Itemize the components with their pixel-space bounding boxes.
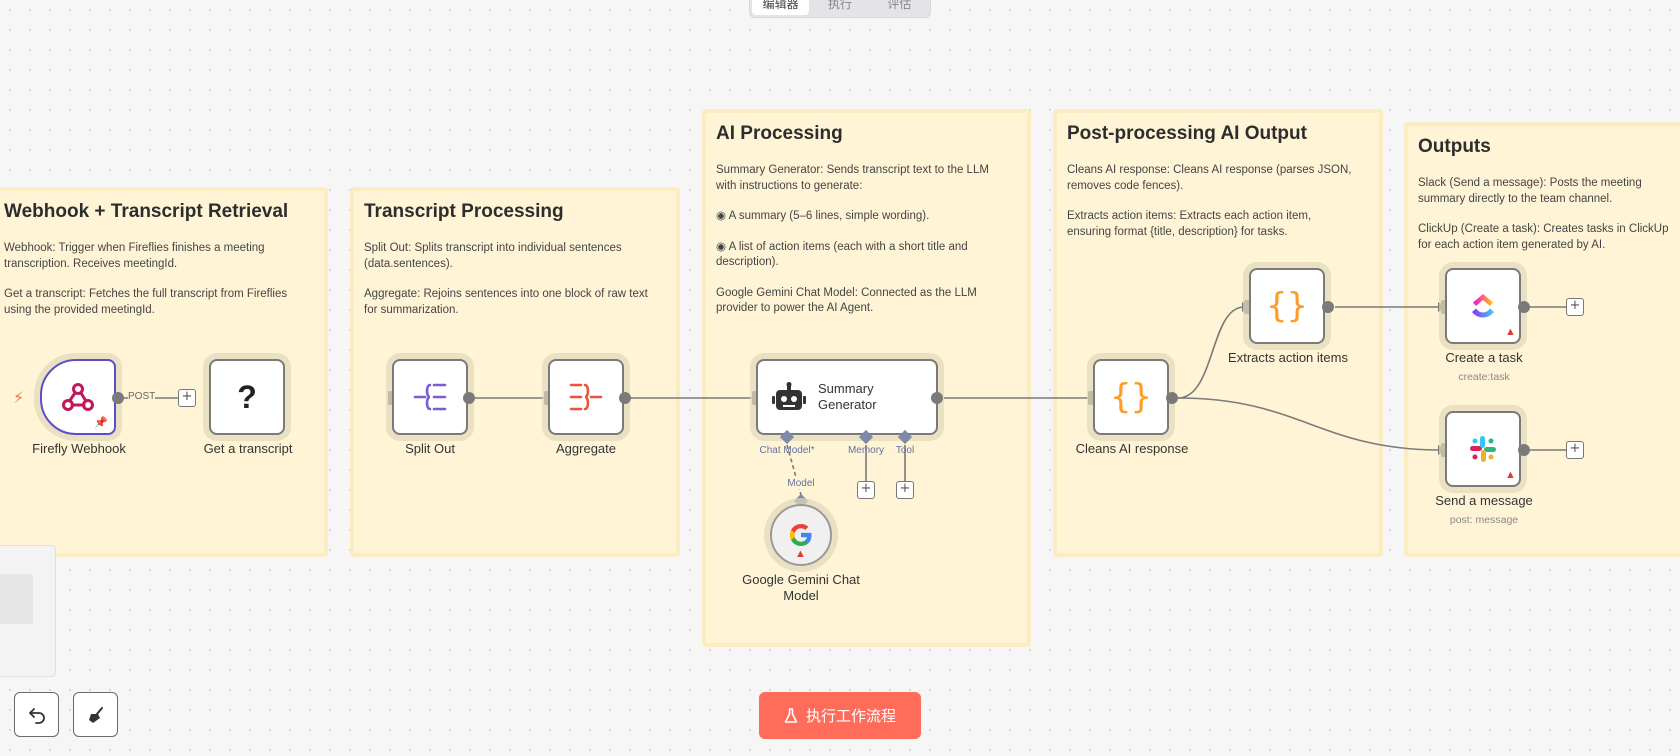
sticky-text: Summary Generator: Sends transcript text… bbox=[716, 164, 989, 192]
node-label: Summary Generator bbox=[818, 381, 877, 412]
sticky-post-processing[interactable]: Post-processing AI Output Cleans AI resp… bbox=[1053, 109, 1383, 557]
sticky-text: ◉ A summary (5–6 lines, simple wording). bbox=[716, 210, 930, 222]
sticky-text: Get a transcript: Fetches the full trans… bbox=[4, 288, 288, 316]
slack-icon bbox=[1470, 436, 1496, 462]
chat-model-label: Chat Model* bbox=[759, 445, 815, 456]
code-icon: {} bbox=[1266, 286, 1308, 326]
send-message-input-handle[interactable] bbox=[1441, 443, 1448, 457]
sticky-text: Aggregate: Rejoins sentences into one bl… bbox=[364, 288, 648, 316]
node-label: Split Out bbox=[405, 441, 455, 456]
sticky-title: Webhook + Transcript Retrieval bbox=[4, 201, 289, 222]
flask-icon bbox=[784, 707, 798, 723]
node-label: Extracts action items bbox=[1228, 350, 1348, 365]
aggregate-icon bbox=[569, 383, 603, 411]
node-label: Google Gemini Chat Model bbox=[742, 572, 860, 603]
post-connector-label: POST bbox=[128, 391, 156, 402]
node-firefly-webhook[interactable]: 📌 bbox=[40, 359, 116, 435]
undo-icon bbox=[28, 707, 45, 724]
clickup-icon bbox=[1472, 294, 1494, 318]
tool-label: Tool bbox=[895, 445, 915, 456]
sticky-text: Slack (Send a message): Posts the meetin… bbox=[1418, 177, 1642, 205]
node-label: Cleans AI response bbox=[1075, 441, 1189, 456]
sticky-text: ◉ A list of action items (each with a sh… bbox=[716, 240, 968, 269]
trigger-bolt-icon: ⚡ bbox=[13, 390, 25, 407]
sticky-title: AI Processing bbox=[716, 123, 843, 144]
broom-icon bbox=[88, 706, 103, 723]
memory-label: Memory bbox=[847, 445, 885, 456]
sticky-text: Extracts action items: Extracts each act… bbox=[1067, 210, 1312, 238]
node-summary-generator[interactable]: Summary Generator bbox=[756, 359, 938, 435]
node-label: Firefly Webhook bbox=[32, 441, 126, 456]
tab-evaluations[interactable]: 评估 bbox=[887, 0, 912, 11]
add-tool-button[interactable]: + bbox=[896, 481, 914, 499]
node-cleans-ai-response[interactable]: {} bbox=[1093, 359, 1169, 435]
sticky-title: Post-processing AI Output bbox=[1067, 123, 1307, 144]
node-get-a-transcript[interactable]: ? bbox=[209, 359, 285, 435]
summary-output-handle[interactable] bbox=[931, 392, 943, 404]
cleans-output-handle[interactable] bbox=[1166, 392, 1178, 404]
send-message-output-handle[interactable] bbox=[1518, 444, 1530, 456]
sticky-text: Cleans AI response: Cleans AI response (… bbox=[1067, 164, 1352, 192]
sticky-title: Transcript Processing bbox=[364, 201, 564, 222]
sticky-text: Google Gemini Chat Model: Connected as t… bbox=[716, 286, 977, 315]
node-label: Send a message bbox=[1435, 493, 1533, 508]
node-subtitle: post: message bbox=[1449, 514, 1519, 526]
sticky-text: ClickUp (Create a task): Creates tasks i… bbox=[1418, 223, 1669, 251]
split-out-icon bbox=[413, 383, 447, 411]
node-aggregate[interactable] bbox=[548, 359, 624, 435]
model-connector-label: Model bbox=[787, 478, 815, 489]
clear-button[interactable] bbox=[73, 692, 118, 737]
google-icon bbox=[790, 524, 812, 546]
node-label: Aggregate bbox=[556, 441, 616, 456]
execute-workflow-label: 执行工作流程 bbox=[805, 708, 896, 725]
node-extracts-action-items[interactable]: {} bbox=[1249, 268, 1325, 344]
aggregate-output-handle[interactable] bbox=[619, 392, 631, 404]
extracts-input-handle[interactable] bbox=[1244, 300, 1251, 314]
execute-workflow-button[interactable]: 执行工作流程 bbox=[759, 692, 921, 739]
aggregate-input-handle[interactable] bbox=[544, 391, 551, 405]
warning-icon: ▲ bbox=[1505, 469, 1516, 481]
split-out-input-handle[interactable] bbox=[388, 391, 395, 405]
view-tabs: 编辑器 执行 评估 bbox=[749, 0, 931, 18]
sticky-text: Webhook: Trigger when Fireflies finishes… bbox=[4, 242, 265, 270]
sticky-title: Outputs bbox=[1418, 136, 1491, 157]
create-task-input-handle[interactable] bbox=[1441, 300, 1448, 314]
webhook-output-handle[interactable] bbox=[112, 392, 124, 404]
create-task-output-handle[interactable] bbox=[1518, 301, 1530, 313]
pin-icon: 📌 bbox=[94, 417, 108, 429]
robot-icon bbox=[772, 382, 806, 410]
split-out-output-handle[interactable] bbox=[463, 392, 475, 404]
minimap[interactable] bbox=[0, 545, 56, 677]
add-memory-button[interactable]: + bbox=[857, 481, 875, 499]
code-icon: {} bbox=[1110, 377, 1152, 417]
minimap-viewport bbox=[0, 574, 33, 624]
undo-button[interactable] bbox=[14, 692, 59, 737]
extracts-output-handle[interactable] bbox=[1322, 301, 1334, 313]
add-node-button[interactable]: + bbox=[1566, 298, 1584, 316]
webhook-icon bbox=[62, 383, 94, 411]
tab-executions[interactable]: 执行 bbox=[827, 0, 852, 11]
add-node-button[interactable]: + bbox=[178, 389, 196, 407]
node-subtitle: create:task bbox=[1458, 371, 1510, 383]
sticky-text: Split Out: Splits transcript into indivi… bbox=[364, 242, 622, 270]
node-label: Create a task bbox=[1445, 350, 1523, 365]
question-icon: ? bbox=[237, 378, 257, 415]
add-node-button[interactable]: + bbox=[1566, 441, 1584, 459]
node-google-gemini[interactable] bbox=[770, 504, 832, 566]
cleans-input-handle[interactable] bbox=[1088, 391, 1095, 405]
summary-input-handle[interactable] bbox=[752, 391, 759, 405]
tab-editor[interactable]: 编辑器 bbox=[752, 0, 810, 15]
warning-icon: ▲ bbox=[795, 548, 806, 560]
node-label: Get a transcript bbox=[203, 441, 293, 456]
warning-icon: ▲ bbox=[1505, 326, 1516, 338]
node-split-out[interactable] bbox=[392, 359, 468, 435]
